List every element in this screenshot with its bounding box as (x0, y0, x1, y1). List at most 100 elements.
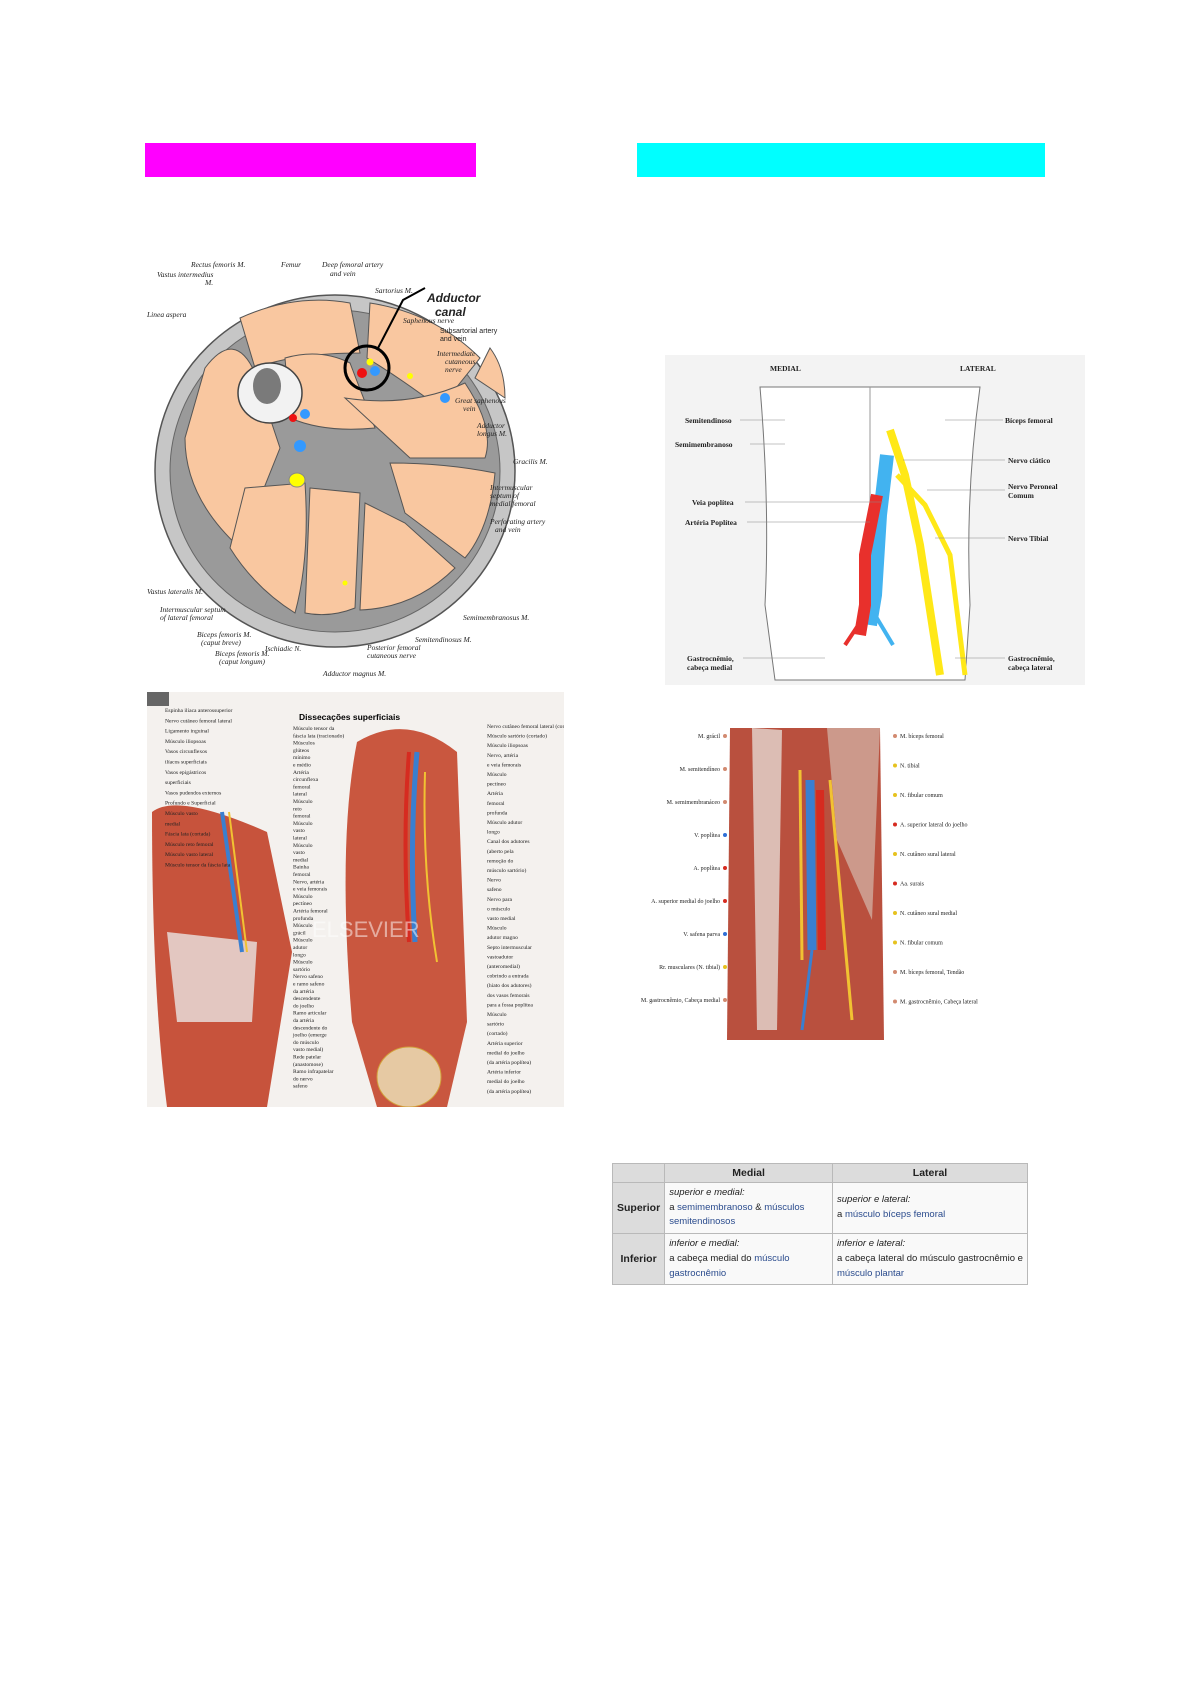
label-veia-poplitea: Veia poplítea (692, 498, 734, 507)
netter-mid-label: reto (293, 806, 302, 812)
label-nervo-ciatico: Nervo ciático (1008, 456, 1051, 465)
popliteal-right-label: N. cutâneo sural medial (900, 911, 957, 917)
netter-right-label: medial do joelho (487, 1050, 525, 1056)
svg-text:cabeça lateral: cabeça lateral (1008, 663, 1052, 672)
popliteal-left-label: M. semimembranáceo (667, 800, 720, 806)
netter-mid-label: Nervo, artéria (293, 879, 325, 885)
netter-right-label: (cortado) (487, 1030, 508, 1037)
svg-text:(caput longum): (caput longum) (219, 657, 266, 666)
popliteal-right-label: M. bíceps femoral (900, 733, 944, 740)
popliteal-left-label: V. safena parva (683, 931, 720, 938)
svg-text:longus M.: longus M. (477, 429, 507, 438)
netter-mid-label: Músculo (293, 843, 313, 849)
netter-mid-label: femoral (293, 813, 311, 820)
row-header-superior: Superior (611, 1181, 666, 1235)
netter-mid-label: e médio (293, 763, 311, 769)
netter-mid-label: da artéria (293, 1018, 314, 1024)
netter-right-label: safeno (487, 886, 502, 893)
netter-right-label: Músculo iliopsoas (487, 743, 528, 749)
netter-mid-label: femoral (293, 783, 311, 790)
popliteal-left-marker (723, 965, 727, 969)
netter-right-label: Músculo (487, 926, 507, 932)
netter-right-label: dos vasos femorais (487, 992, 530, 999)
netter-right-label: (da artéria poplítea) (487, 1088, 531, 1095)
popliteal-left-marker (723, 899, 727, 903)
netter-left-label: Músculo iliopsoas (165, 739, 206, 745)
netter-left-label: Fáscia lata (cortada) (165, 831, 210, 838)
popliteal-right-marker (893, 793, 897, 797)
netter-right-label: adutor magno (487, 935, 518, 941)
netter-mid-label: grácil (293, 930, 306, 936)
svg-text:canal: canal (435, 305, 466, 319)
popliteal-left-marker (723, 998, 727, 1002)
label-nervo-peroneal: Nervo Peroneal (1008, 482, 1058, 491)
link-musculo-plantar[interactable]: músculo plantar (837, 1267, 905, 1279)
popliteal-right-label: A. superior lateral do joelho (900, 823, 967, 829)
popliteal-left-label: M. grácil (698, 734, 720, 740)
popliteal-right-label: Aa. surais (900, 882, 925, 888)
link-musculos-semitendinosos[interactable]: músculos semitendinosos (669, 1201, 805, 1228)
netter-right-label: o músculo (487, 906, 510, 912)
netter-left-label: Ligamento inguinal (165, 729, 209, 735)
label-femur: Femur (280, 260, 301, 269)
label-deep-femoral: Deep femoral artery (321, 260, 384, 269)
netter-left-label: Nervo cutâneo femoral lateral (165, 717, 232, 724)
link-musculo-gastrocnemio[interactable]: músculo gastrocnêmio (669, 1252, 790, 1279)
row-header-inferior: Inferior (611, 1233, 666, 1286)
netter-mid-label: vasto (293, 828, 305, 834)
label-subsartorial: Subsartorial artery (440, 328, 498, 335)
netter-right-label: Músculo (487, 772, 507, 778)
netter-mid-label: Músculo tensor da (293, 726, 335, 732)
netter-right-label: longo (487, 830, 500, 836)
netter-right-label: remoção do (487, 858, 513, 864)
label-vastus-intermedius: Vastus intermedius (157, 270, 214, 279)
svg-text:septum of: septum of (490, 491, 520, 500)
cell-superior-medial: superior e medial: a semimembranoso & mú… (664, 1181, 834, 1235)
elsevier-watermark: ELSEVIER (312, 917, 420, 942)
popliteal-right-marker (893, 822, 897, 827)
col-header-medial: Medial (664, 1163, 834, 1183)
label-semimembranosus: Semimembranosus M. (463, 613, 529, 622)
label-gracilis: Gracilis M. (513, 457, 548, 466)
popliteal-right-label: N. cutâneo sural lateral (900, 852, 956, 858)
popliteal-right-marker (893, 852, 897, 856)
netter-right-label: Artéria (487, 791, 503, 797)
netter-mid-label: Artéria femoral (293, 908, 328, 915)
netter-mid-label: fáscia lata (tracionado) (293, 732, 344, 739)
label-linea-aspera: Linea aspera (146, 310, 187, 319)
popliteal-left-marker (723, 932, 727, 936)
popliteal-left-marker (723, 767, 727, 771)
label-gastrocnemio-lateral: Gastrocnêmio, (1008, 654, 1055, 663)
popliteal-right-marker (893, 940, 897, 945)
netter-mid-label: do músculo (293, 1040, 319, 1046)
popliteal-left-label: V. poplítea (694, 833, 720, 839)
popliteal-right-label: N. fibular comum (900, 940, 943, 947)
netter-right-label: Canal dos adutores (487, 839, 530, 845)
label-sartorius: Sartorius M. (375, 286, 413, 295)
link-musculo-biceps-femoral[interactable]: músculo bíceps femoral (844, 1209, 946, 1221)
netter-mid-label: adutor (293, 945, 307, 951)
netter-right-label: Artéria superior (487, 1041, 523, 1047)
netter-mid-label: Ramo infrapatelar (293, 1068, 334, 1075)
netter-right-label: pectíneo (487, 782, 506, 788)
netter-left-label: Espinha ilíaca anterossuperior (165, 708, 233, 714)
label-lateral: LATERAL (960, 364, 996, 373)
netter-right-label: Nervo, artéria (487, 753, 519, 759)
popliteal-left-label: A. poplítea (693, 866, 720, 872)
netter-mid-label: Músculo (293, 799, 313, 805)
netter-right-label: cobrindo a entrada (487, 974, 529, 980)
svg-text:and vein: and vein (495, 525, 521, 534)
netter-mid-label: Nervo safeno (293, 973, 323, 980)
cell-inferior-medial: inferior e medial: a cabeça medial do mú… (664, 1233, 834, 1286)
netter-left-label: Vasos epigástricos (165, 770, 206, 776)
svg-text:M.: M. (204, 278, 213, 287)
netter-mid-label: do nervo (293, 1076, 313, 1082)
netter-mid-label: Músculo (293, 938, 313, 944)
netter-mid-label: longo (293, 952, 306, 958)
popliteal-left-label: M. semitendíneo (680, 767, 720, 773)
col-header-lateral: Lateral (832, 1163, 1028, 1183)
netter-mid-label: vasto (293, 850, 305, 856)
netter-left-label: Músculo vasto (165, 811, 198, 817)
link-semimembranoso[interactable]: semimembranoso (677, 1201, 753, 1213)
subsartorial-artery-dot (357, 368, 367, 378)
